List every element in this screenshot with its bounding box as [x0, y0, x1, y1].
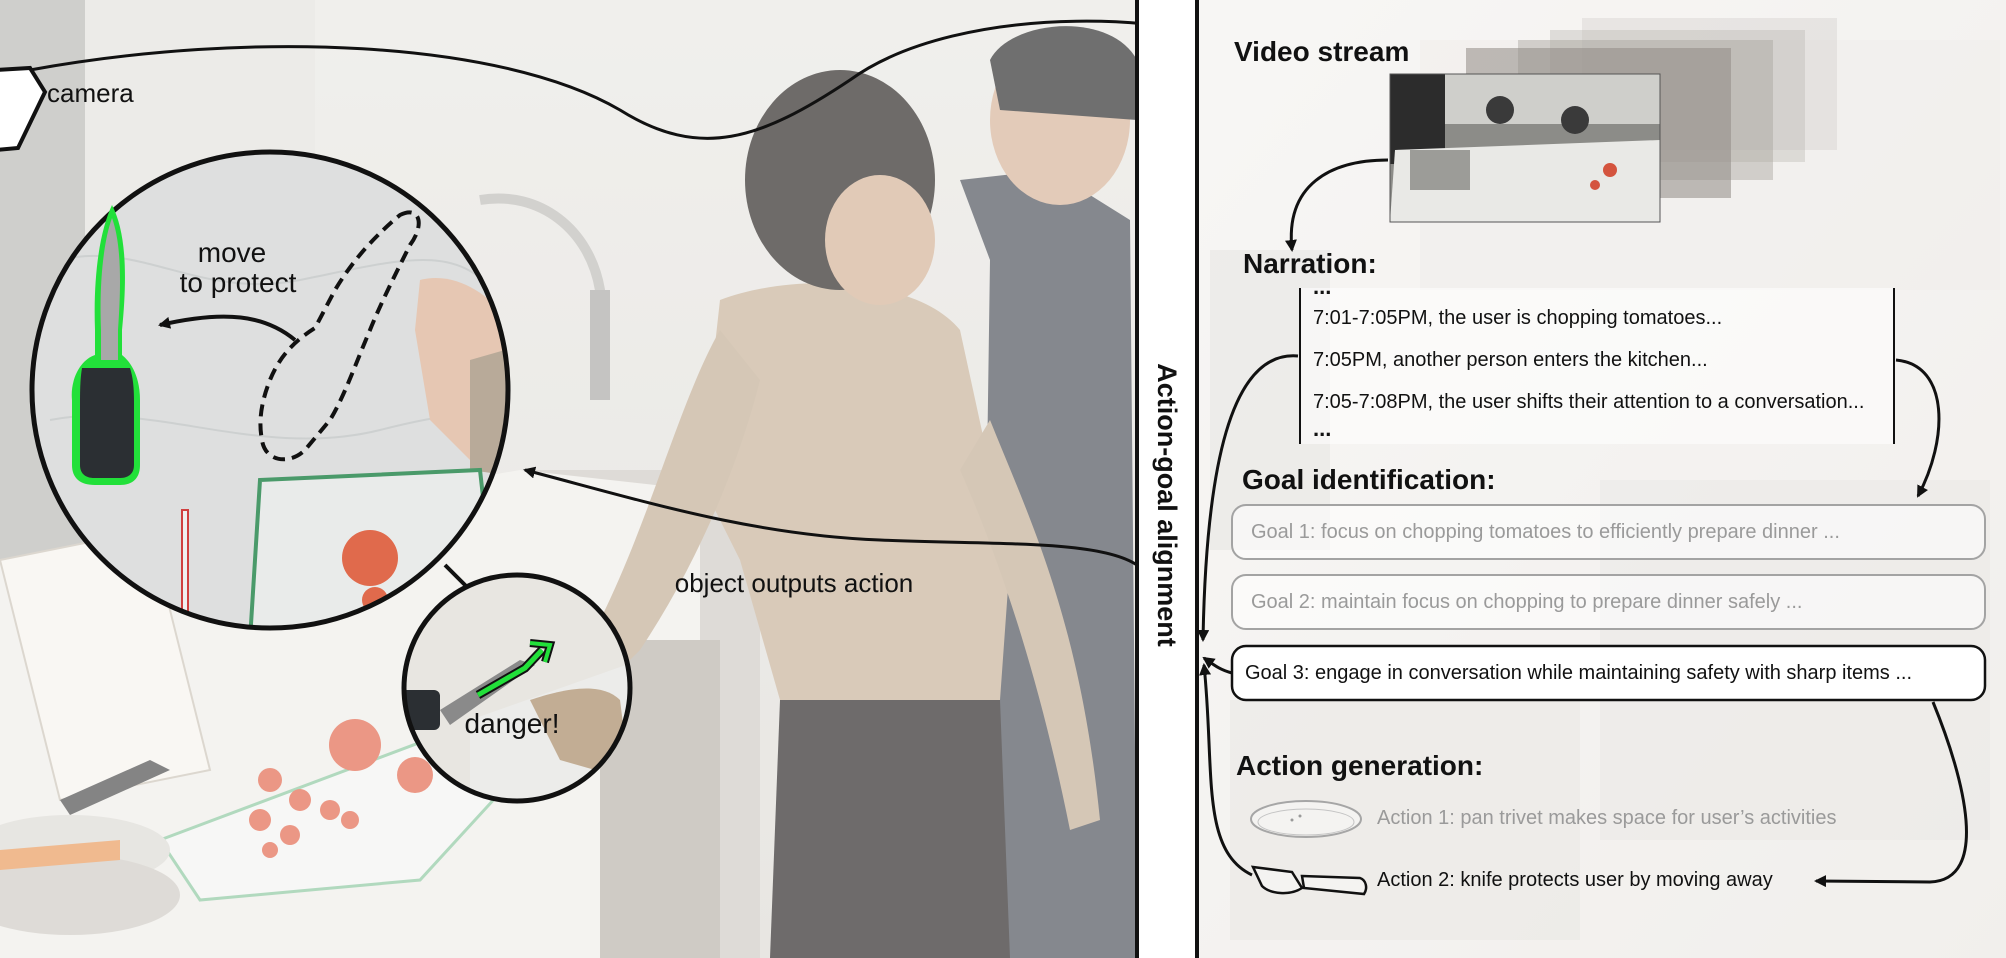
callout-to-protect: to protect: [180, 267, 297, 298]
goal-3: Goal 3: engage in conversation while mai…: [1230, 644, 1987, 702]
goal-2-text: Goal 2: maintain focus on chopping to pr…: [1251, 591, 1802, 613]
narration-title: Narration:: [1243, 248, 1377, 279]
knife-ghost-outline: [258, 210, 421, 462]
callout-move: move: [198, 237, 266, 268]
object-outputs-action-arrow: [523, 466, 1138, 567]
knife-icon: [1250, 865, 1368, 896]
video-frames: [1389, 18, 1837, 223]
goal-2: Goal 2: maintain focus on chopping to pr…: [1231, 574, 1986, 630]
camera-label: camera: [47, 78, 134, 108]
narration-line-3: 7:05-7:08PM, the user shifts their atten…: [1313, 391, 1864, 413]
narration-box: ... 7:01-7:05PM, the user is chopping to…: [1299, 274, 1895, 444]
kitchen-scene: [0, 0, 1137, 958]
move-arrow: [158, 314, 297, 342]
video-frame-main: [1389, 73, 1661, 223]
zoom-inset: move to protect: [29, 149, 511, 631]
pan-trivet-icon: [1250, 800, 1362, 838]
danger-label: danger!: [465, 708, 560, 739]
narration-to-goals-arrow: [1895, 358, 1941, 498]
center-band: [1137, 0, 1197, 958]
goal-3-text: Goal 3: engage in conversation while mai…: [1245, 662, 1912, 684]
goal-1: Goal 1: focus on chopping tomatoes to ef…: [1231, 504, 1986, 560]
zoom-circle-outline: [29, 149, 511, 631]
narration-line-1: 7:01-7:05PM, the user is chopping tomato…: [1313, 307, 1722, 329]
vertical-title: Action-goal alignment: [1152, 363, 1182, 647]
action-1: Action 1: pan trivet makes space for use…: [1250, 800, 1836, 838]
action-2: Action 2: knife protects user by moving …: [1250, 865, 1773, 896]
narration-ellipsis-top: ...: [1313, 274, 1331, 299]
danger-inset: danger!: [401, 563, 633, 804]
goal-identification-title: Goal identification:: [1242, 464, 1496, 495]
goal-1-text: Goal 1: focus on chopping tomatoes to ef…: [1251, 521, 1840, 543]
narration-to-alignment-arrow: [1197, 354, 1299, 642]
action-generation-title: Action generation:: [1236, 750, 1483, 781]
right-panel: Video stream Narration:: [1197, 0, 2006, 958]
knife-highlighted-icon: [71, 205, 140, 485]
narration-ellipsis-bottom: ...: [1313, 416, 1331, 441]
action-1-text: Action 1: pan trivet makes space for use…: [1377, 807, 1836, 829]
action-to-alignment-arrow: [1199, 663, 1253, 877]
goal-to-action-arrow: [1814, 701, 1968, 888]
goal-to-alignment-arrow: [1202, 656, 1233, 675]
video-stream-title: Video stream: [1234, 36, 1409, 67]
object-outputs-label: object outputs action: [675, 568, 914, 598]
camera-icon: [0, 65, 48, 152]
frame-to-narration-arrow: [1284, 158, 1389, 252]
action-2-text: Action 2: knife protects user by moving …: [1377, 869, 1773, 891]
narration-line-2: 7:05PM, another person enters the kitche…: [1313, 349, 1708, 371]
